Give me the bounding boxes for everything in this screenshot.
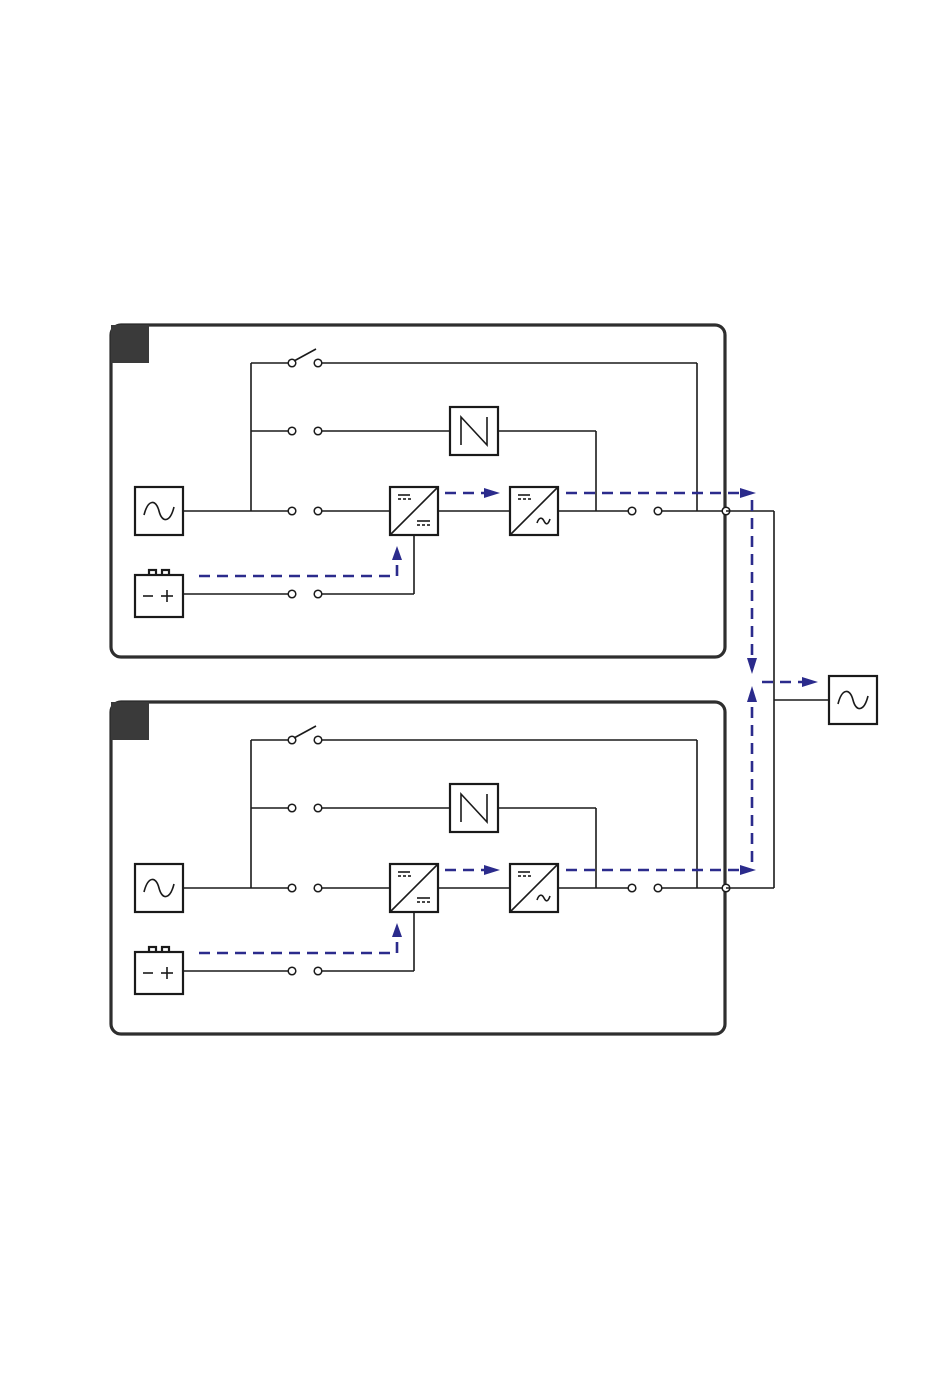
manual-bypass-switch-icon [288, 726, 322, 744]
dc-ac-converter-icon [510, 487, 558, 535]
ups-module-1 [111, 325, 756, 657]
ups-module-2 [111, 702, 756, 1034]
manual-bypass-switch-icon [288, 349, 322, 367]
ac-load-icon [829, 676, 877, 724]
ac-dc-converter-icon [390, 864, 438, 912]
static-bypass-breaker [288, 804, 322, 812]
output-breaker [628, 507, 662, 515]
ac-sine-icon [135, 864, 183, 912]
module-badge [111, 702, 149, 740]
static-bypass-breaker [288, 427, 322, 435]
battery-breaker [288, 967, 322, 975]
ac-sine-icon [135, 487, 183, 535]
power-flow-path [199, 488, 756, 576]
battery-icon [135, 947, 183, 994]
parallel-output-bus [726, 511, 829, 888]
input-breaker [288, 507, 322, 515]
combined-power-flow [747, 500, 818, 862]
ac-dc-converter-icon [390, 487, 438, 535]
static-bypass-icon [450, 784, 498, 832]
power-flow-path [199, 865, 756, 953]
static-bypass-icon [450, 407, 498, 455]
battery-breaker [288, 590, 322, 598]
output-breaker [628, 884, 662, 892]
input-breaker [288, 884, 322, 892]
battery-icon [135, 570, 183, 617]
module-badge [111, 325, 149, 363]
dc-ac-converter-icon [510, 864, 558, 912]
